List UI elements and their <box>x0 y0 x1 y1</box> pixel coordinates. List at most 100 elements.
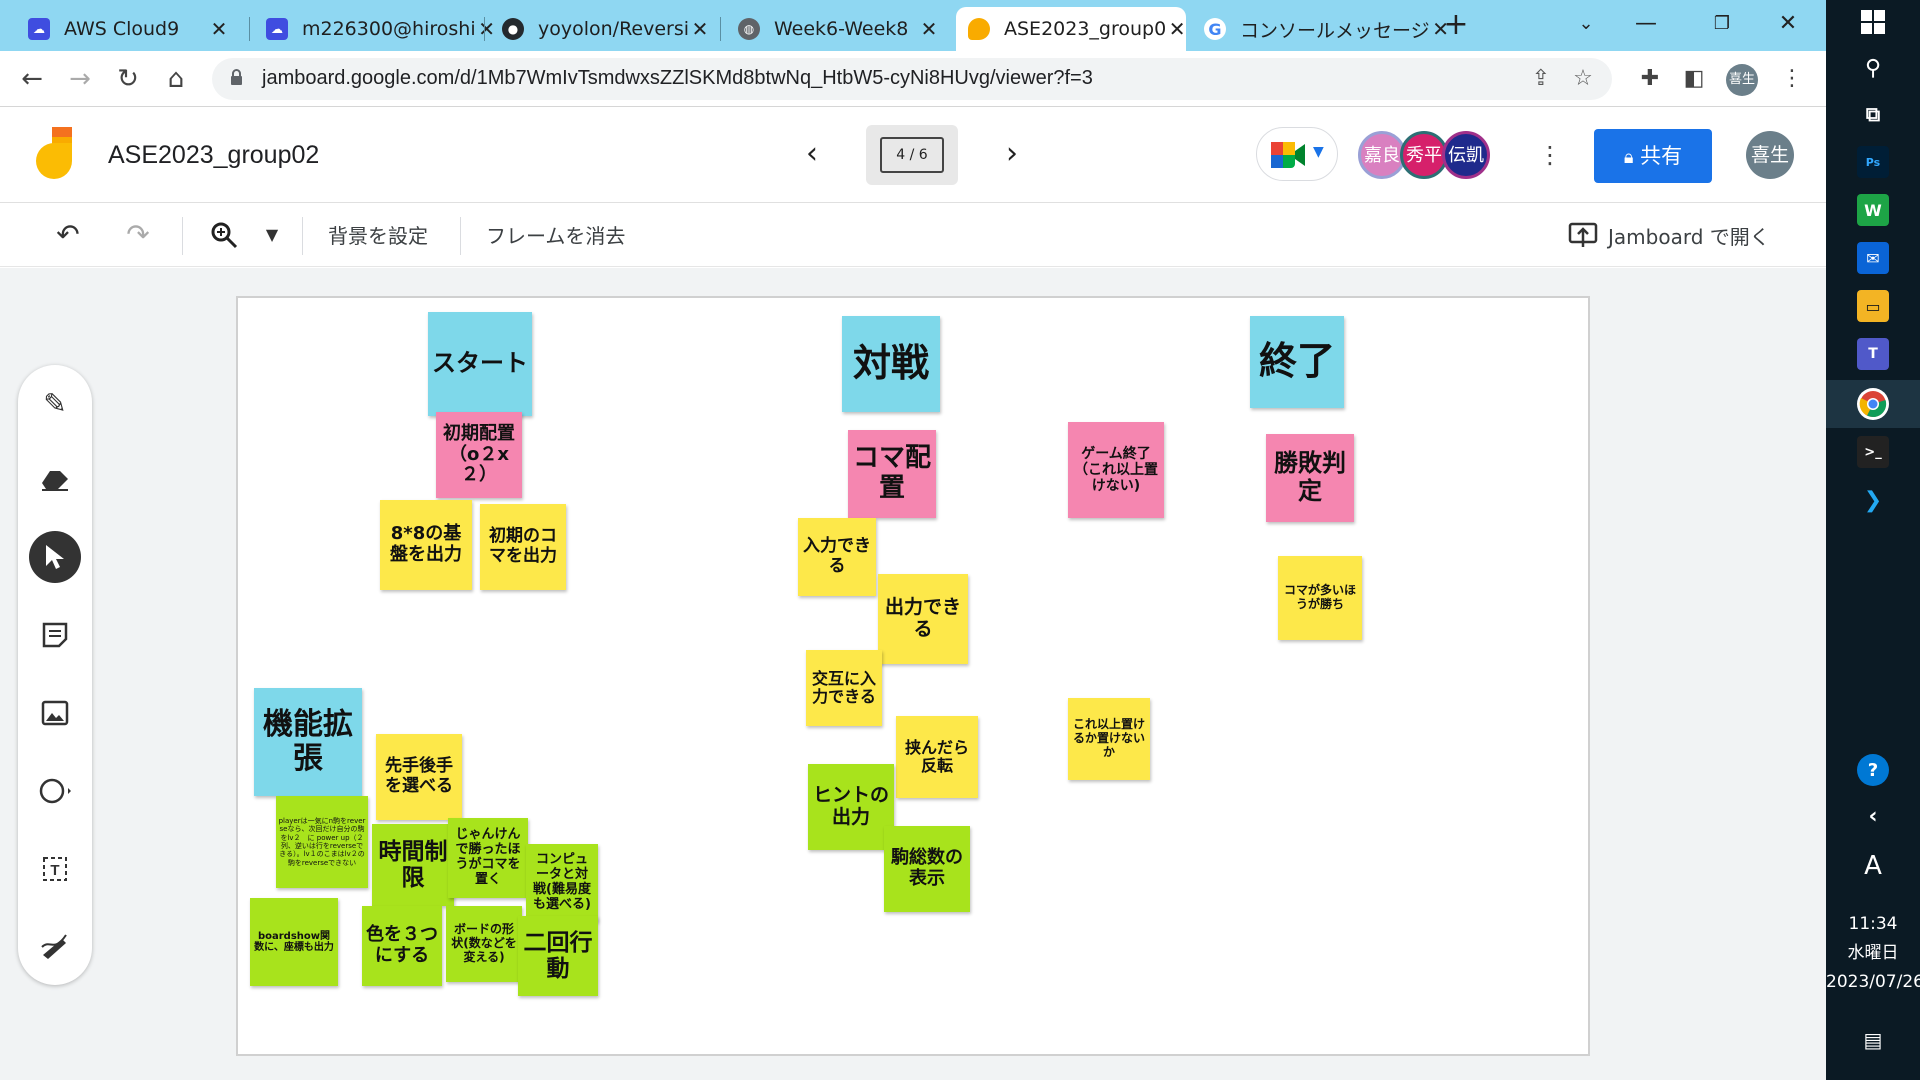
windows-start-icon[interactable] <box>1857 6 1889 38</box>
browser-tab-console[interactable]: G コンソールメッセージ ✕ <box>1192 7 1449 51</box>
sticky-note[interactable]: 勝敗判定 <box>1266 434 1354 522</box>
image-tool[interactable] <box>29 687 81 739</box>
sticky-note[interactable]: ヒントの出力 <box>808 764 894 850</box>
share-button[interactable]: 🔒︎ 共有 <box>1594 129 1712 183</box>
vscode-icon[interactable]: ❯ <box>1863 487 1883 513</box>
back-button[interactable]: ← <box>21 64 43 94</box>
close-icon[interactable]: ✕ <box>691 17 709 41</box>
jam-frame[interactable]: スタート 対戦 終了 初期配置（o２x２） 8*8の基盤を出力 初期のコマを出力… <box>236 296 1590 1056</box>
document-title[interactable]: ASE2023_group02 <box>108 141 320 169</box>
minimize-button[interactable]: — <box>1635 11 1657 36</box>
collaborator-avatar[interactable]: 秀平 <box>1400 131 1448 179</box>
sticky-note[interactable]: ボードの形状(数などを変える) <box>446 906 522 982</box>
sticky-note[interactable]: 二回行動 <box>518 916 598 996</box>
system-clock[interactable]: 11:34 水曜日 2023/07/26 <box>1826 910 1924 997</box>
restore-button[interactable]: ❐ <box>1713 13 1731 34</box>
sticky-note-tool[interactable] <box>29 609 81 661</box>
profile-avatar[interactable]: 喜生 <box>1726 64 1758 96</box>
sticky-note[interactable]: boardshow関数に、座標も出力 <box>250 898 338 986</box>
sticky-note[interactable]: 初期配置（o２x２） <box>436 412 522 498</box>
laser-tool[interactable] <box>29 921 81 973</box>
text-box-tool[interactable]: T <box>29 843 81 895</box>
shape-tool[interactable] <box>29 765 81 817</box>
pen-tool[interactable]: ✎ <box>29 377 81 429</box>
sticky-note[interactable]: 交互に入力できる <box>806 650 882 726</box>
sticky-note[interactable]: じゃんけんで勝ったほうがコマを置く <box>448 818 528 898</box>
sticky-note[interactable]: 出力できる <box>878 574 968 664</box>
chrome-icon[interactable] <box>1857 388 1889 420</box>
input-language-indicator[interactable]: A <box>1864 851 1882 881</box>
browser-tab-reversi[interactable]: ● yoyolon/Reversi ✕ <box>490 7 716 51</box>
sticky-note[interactable]: 時間制限 <box>372 824 454 906</box>
clear-frame-button[interactable]: フレームを消去 <box>486 224 626 248</box>
previous-frame-button[interactable]: ‹ <box>806 136 818 171</box>
eraser-tool[interactable] <box>29 453 81 505</box>
sticky-note[interactable]: 色を３つにする <box>362 906 442 986</box>
next-frame-button[interactable]: › <box>1006 136 1018 171</box>
sticky-note[interactable]: 対戦 <box>842 316 940 412</box>
sticky-note[interactable]: 入力できる <box>798 518 876 596</box>
browser-tab-m226300[interactable]: ☁ m226300@hiroshi ✕ <box>254 7 495 51</box>
sticky-note[interactable]: 挟んだら反転 <box>896 716 978 798</box>
account-avatar[interactable]: 喜生 <box>1746 131 1794 179</box>
meet-button[interactable]: ▼ <box>1256 127 1338 181</box>
terminal-icon[interactable]: >_ <box>1857 436 1889 468</box>
more-options-icon[interactable]: ⋮ <box>1538 141 1562 169</box>
browser-tab-jamboard[interactable]: ASE2023_group0 ✕ <box>956 7 1186 51</box>
task-view-icon[interactable]: ⧉ <box>1865 102 1881 126</box>
collaborator-avatar[interactable]: 嘉良 <box>1358 131 1406 179</box>
help-icon[interactable]: ? <box>1857 754 1889 786</box>
chevron-down-icon[interactable]: ⌄ <box>1578 13 1594 34</box>
star-icon[interactable]: ☆ <box>1573 66 1593 91</box>
zoom-icon[interactable] <box>206 217 242 253</box>
share-page-icon[interactable]: ⇪ <box>1531 66 1551 91</box>
sticky-note[interactable]: スタート <box>428 312 532 416</box>
mail-icon[interactable]: ✉ <box>1857 242 1889 274</box>
side-panel-icon[interactable]: ◧ <box>1683 66 1705 91</box>
search-icon[interactable]: ⚲ <box>1864 55 1882 81</box>
sticky-note[interactable]: これ以上置けるか置けないか <box>1068 698 1150 780</box>
sticky-note[interactable]: 先手後手を選べる <box>376 734 462 820</box>
file-explorer-icon[interactable]: ▭ <box>1857 290 1889 322</box>
sticky-note[interactable]: ゲーム終了（これ以上置けない) <box>1068 422 1164 518</box>
browser-tab-aws-cloud9[interactable]: ☁ AWS Cloud9 ✕ <box>16 7 242 51</box>
forward-button[interactable]: → <box>69 64 91 94</box>
sticky-note[interactable]: 機能拡張 <box>254 688 362 796</box>
close-icon[interactable]: ✕ <box>1432 17 1449 41</box>
new-tab-button[interactable]: + <box>1443 7 1469 42</box>
sticky-note[interactable]: 終了 <box>1250 316 1344 408</box>
close-icon[interactable]: ✕ <box>1168 17 1186 41</box>
close-icon[interactable]: ✕ <box>920 17 938 41</box>
collaborator-avatar[interactable]: 伝凱 <box>1442 131 1490 179</box>
photoshop-icon[interactable]: Ps <box>1857 146 1889 178</box>
chevron-left-icon[interactable]: ‹ <box>1868 803 1878 829</box>
close-window-button[interactable]: ✕ <box>1778 11 1798 36</box>
extensions-icon[interactable]: ✚ <box>1640 66 1660 91</box>
sticky-note[interactable]: 初期のコマを出力 <box>480 504 566 590</box>
jamboard-logo[interactable] <box>36 127 76 181</box>
w-app-icon[interactable]: W <box>1857 194 1889 226</box>
browser-menu-icon[interactable]: ⋮ <box>1781 66 1803 91</box>
set-background-button[interactable]: 背景を設定 <box>328 224 428 248</box>
redo-icon[interactable]: ↷ <box>126 218 150 251</box>
open-in-jamboard-button[interactable]: Jamboard で開く <box>1568 216 1770 254</box>
select-tool[interactable] <box>29 531 81 583</box>
sticky-note[interactable]: コマが多いほうが勝ち <box>1278 556 1362 640</box>
sticky-note[interactable]: 駒総数の表示 <box>884 826 970 912</box>
address-bar[interactable]: jamboard.google.com/d/1Mb7WmIvTsmdwxsZZl… <box>212 58 1612 100</box>
notification-icon[interactable]: ▤ <box>1863 1028 1883 1052</box>
reload-button[interactable]: ↻ <box>117 64 139 94</box>
sticky-note[interactable]: 8*8の基盤を出力 <box>380 500 472 590</box>
lock-icon[interactable] <box>230 69 243 85</box>
undo-icon[interactable]: ↶ <box>56 218 80 251</box>
frame-bar-toggle[interactable]: 4 / 6 <box>866 125 958 185</box>
sticky-note[interactable]: コマ配置 <box>848 430 936 518</box>
close-icon[interactable]: ✕ <box>210 17 228 41</box>
browser-tab-week6[interactable]: ◍ Week6-Week8 ✕ <box>726 7 952 51</box>
home-button[interactable]: ⌂ <box>167 64 185 94</box>
sticky-note[interactable]: コンピュータと対戦(難易度も選べる) <box>526 844 598 922</box>
teams-icon[interactable]: T <box>1857 338 1889 370</box>
zoom-dropdown-icon[interactable]: ▼ <box>265 225 279 244</box>
close-icon[interactable]: ✕ <box>478 17 495 41</box>
sticky-note[interactable]: playerは一気にn駒をreverseなら、次回だけ自分の駒をlv２ に po… <box>276 796 368 888</box>
